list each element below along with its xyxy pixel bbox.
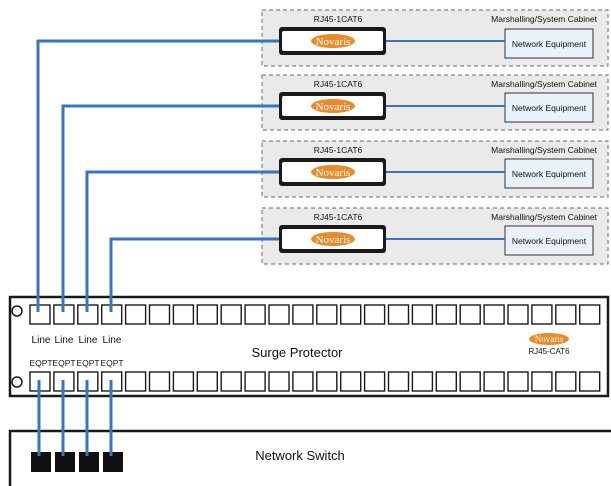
line-port-label: Line (32, 335, 51, 346)
surge-protector-label: Surge Protector (251, 345, 343, 360)
cabinet-group: Marshalling/System Cabinet RJ45-1CAT6 No… (261, 9, 609, 265)
cabling (36, 39, 505, 456)
eqpt-port (387, 371, 410, 392)
line-port-label: Line (103, 335, 122, 346)
network-equipment-box (504, 225, 594, 256)
cabinet-title: Marshalling/System Cabinet (491, 212, 597, 222)
cable-line-1 (36, 39, 279, 312)
line-port (507, 304, 529, 325)
protector-model-label: RJ45-1CAT6 (314, 145, 363, 155)
line-port (316, 304, 338, 325)
network-equipment-box (504, 158, 594, 189)
cabinet-title: Marshalling/System Cabinet (491, 79, 597, 89)
eqpt-port-label: EQPT (76, 358, 99, 368)
eqpt-port (507, 371, 529, 392)
eqpt-port (483, 371, 505, 392)
cable-line-2 (61, 104, 279, 312)
line-port (124, 304, 147, 325)
network-equipment-label: Network Equipment (512, 39, 587, 49)
network-equipment-box (504, 92, 594, 123)
protector-model-label: RJ45-1CAT6 (314, 212, 363, 222)
eqpt-port-label: EQPT (100, 358, 123, 368)
novaris-logo-text: Novaris (535, 334, 564, 344)
network-equipment-label: Network Equipment (512, 169, 587, 179)
novaris-logo-text: Novaris (316, 101, 351, 113)
line-port (244, 304, 266, 325)
network-switch: Network Switch (8, 429, 611, 486)
line-port-label: Line (55, 335, 74, 346)
line-port (579, 304, 601, 325)
eqpt-port (340, 371, 362, 392)
line-port-label: Line (79, 335, 98, 346)
cable-line-3 (85, 170, 279, 312)
eqpt-port (172, 371, 195, 392)
novaris-logo-badge (529, 333, 569, 345)
eqpt-port-row (29, 371, 601, 392)
novaris-logo-badge (311, 165, 355, 179)
cabinet-1: Marshalling/System Cabinet RJ45-1CAT6 No… (261, 9, 609, 67)
eqpt-port (244, 371, 266, 392)
network-equipment-label: Network Equipment (512, 236, 587, 246)
eqpt-port (363, 371, 386, 392)
cabinet-3: Marshalling/System Cabinet RJ45-1CAT6 No… (261, 140, 609, 198)
cabinet-2: Marshalling/System Cabinet RJ45-1CAT6 No… (261, 74, 609, 131)
eqpt-port (435, 371, 457, 392)
novaris-logo-text: Novaris (316, 167, 351, 179)
line-port (435, 304, 457, 325)
line-port (29, 304, 51, 325)
network-switch-label: Network Switch (255, 448, 345, 463)
line-port (340, 304, 362, 325)
cabinet-4: Marshalling/System Cabinet RJ45-1CAT6 No… (261, 207, 609, 265)
line-port (196, 304, 219, 325)
line-port (387, 304, 410, 325)
cable-line-4 (109, 237, 279, 312)
novaris-logo-text: Novaris (316, 234, 351, 246)
mounting-hole (11, 376, 23, 388)
cabinet-title: Marshalling/System Cabinet (491, 145, 597, 155)
eqpt-port (220, 371, 242, 392)
line-port (555, 304, 577, 325)
novaris-logo-text: Novaris (316, 36, 351, 48)
line-port (172, 304, 195, 325)
line-port (148, 304, 171, 325)
novaris-logo-badge (311, 34, 355, 48)
line-port (268, 304, 290, 325)
eqpt-port (196, 371, 219, 392)
eqpt-port (579, 371, 601, 392)
line-port (411, 304, 434, 325)
protector-model-label: RJ45-1CAT6 (314, 79, 363, 89)
line-port (220, 304, 242, 325)
cabinet-title: Marshalling/System Cabinet (491, 14, 597, 24)
line-port (292, 304, 314, 325)
eqpt-port (459, 371, 481, 392)
surge-protector-model: RJ45-CAT6 (528, 347, 570, 356)
switch-port (55, 452, 75, 472)
switch-outline (8, 429, 611, 486)
eqpt-port (124, 371, 147, 392)
switch-port (31, 452, 51, 472)
line-port (483, 304, 505, 325)
switch-port (103, 452, 123, 472)
eqpt-port (555, 371, 577, 392)
eqpt-port (268, 371, 290, 392)
line-port (459, 304, 481, 325)
eqpt-port-label: EQPT (52, 358, 75, 368)
novaris-logo-badge (311, 232, 355, 246)
eqpt-port (531, 371, 553, 392)
eqpt-port-label: EQPT (29, 358, 52, 368)
protector-model-label: RJ45-1CAT6 (314, 14, 363, 24)
switch-port (79, 452, 99, 472)
eqpt-port (411, 371, 434, 392)
surge-protector-panel: Line Line Line Line EQPT EQPT EQPT EQPT … (8, 295, 610, 398)
line-port (363, 304, 386, 325)
line-port (531, 304, 553, 325)
network-equipment-label: Network Equipment (512, 103, 587, 113)
eqpt-port (316, 371, 338, 392)
mounting-hole (11, 305, 23, 317)
network-equipment-box (504, 28, 594, 59)
novaris-logo-badge (311, 99, 355, 113)
eqpt-port (292, 371, 314, 392)
eqpt-port (148, 371, 171, 392)
